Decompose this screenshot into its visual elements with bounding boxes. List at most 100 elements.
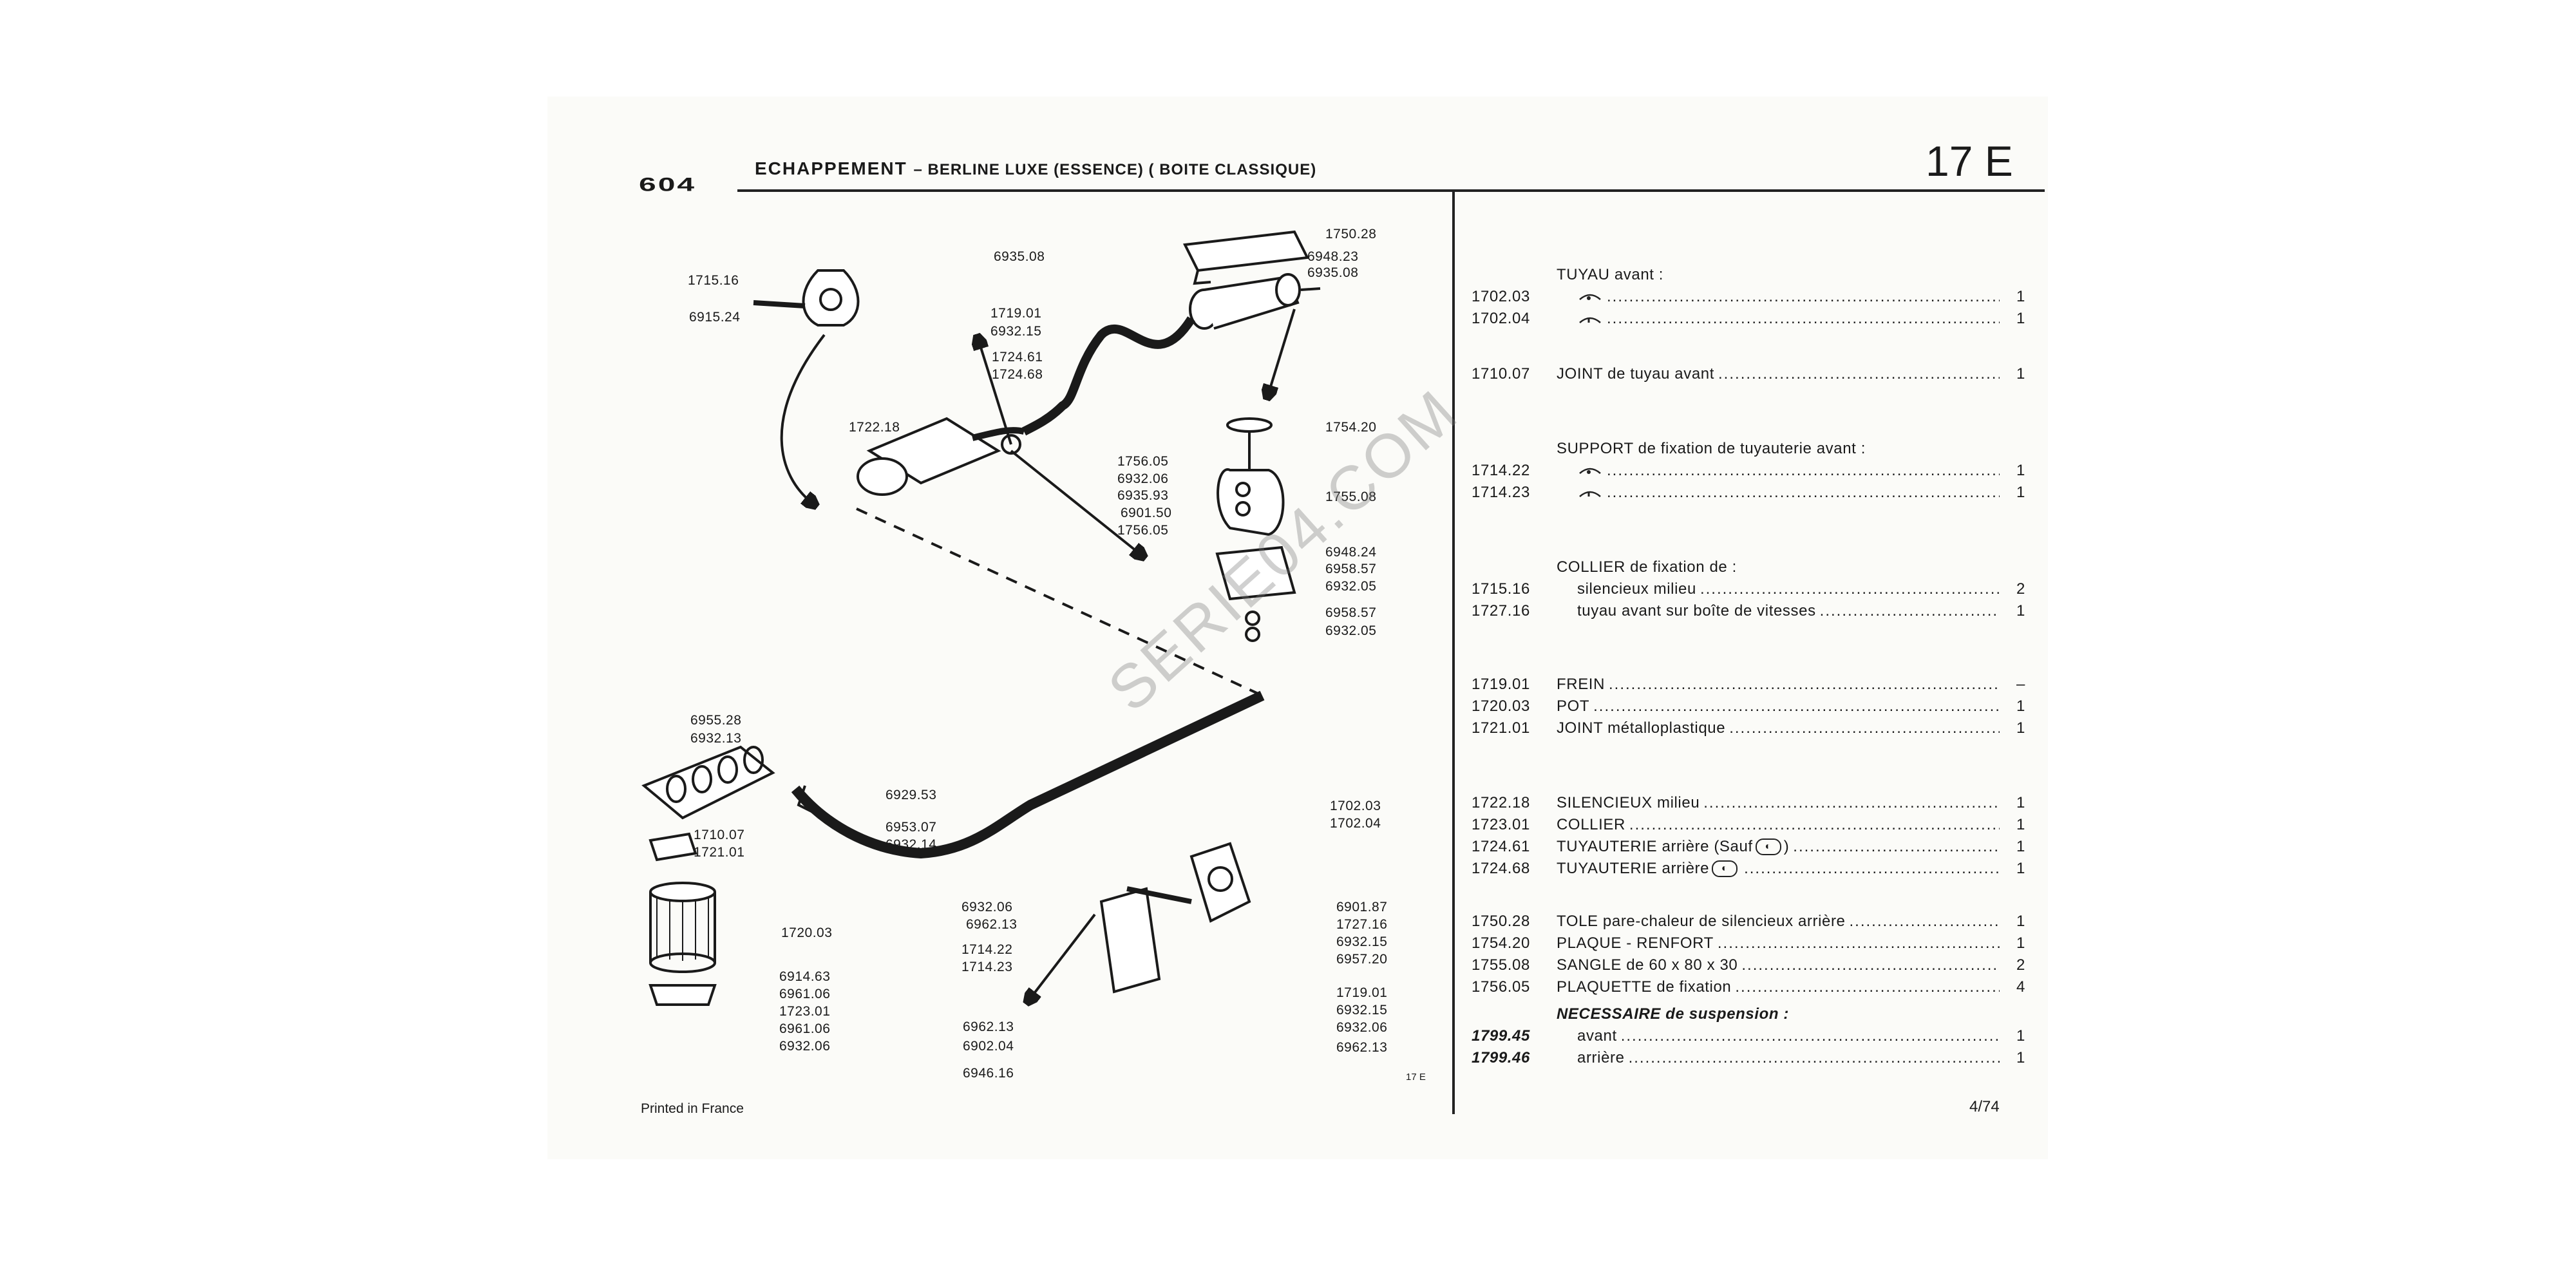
callout-1714-22: 1714.22 (961, 942, 1013, 957)
callout-6932-05: 6932.05 (1325, 579, 1377, 594)
bracket-drawing (1030, 842, 1251, 998)
callout-1720-03: 1720.03 (781, 925, 833, 940)
callout-6902-04: 6902.04 (963, 1039, 1014, 1054)
callout-1702-04: 1702.04 (1330, 816, 1381, 831)
callout-1721-01: 1721.01 (694, 845, 745, 860)
parts-group-heading: NECESSAIRE de suspension : (1557, 1005, 1789, 1023)
callout-6946-16: 6946.16 (963, 1066, 1014, 1081)
catalog-sheet (547, 97, 2048, 1159)
edition-date: 4/74 (1969, 1098, 2000, 1115)
column-divider (1452, 192, 1455, 1114)
callout-1756-05: 1756.05 (1117, 454, 1169, 469)
brand-logo: 604 (639, 174, 697, 196)
callout-6901-50: 6901.50 (1121, 506, 1172, 520)
model-symbol-icon: ◐ (1712, 860, 1738, 877)
title-subtitle: – BERLINE LUXE (ESSENCE) ( BOITE CLASSIQ… (913, 161, 1317, 178)
callout-6948-23: 6948.23 (1307, 249, 1359, 264)
engine-variant-symbol-icon (1579, 294, 1601, 300)
callout-1714-23: 1714.23 (961, 960, 1013, 974)
callout-1719-01: 1719.01 (990, 306, 1042, 321)
callout-6962-13: 6962.13 (963, 1019, 1014, 1034)
callout-6932-06: 6932.06 (1336, 1020, 1388, 1035)
manifold-drawing (641, 745, 775, 862)
parts-group-heading: TUYAU avant : (1557, 266, 1664, 283)
callout-6935-08: 6935.08 (994, 249, 1045, 264)
callout-1710-07: 1710.07 (694, 828, 745, 842)
callout-6932-06: 6932.06 (1117, 471, 1169, 486)
dashed-link (856, 507, 1263, 697)
engine-variant-symbol-icon (1579, 317, 1601, 323)
clamp-drawing (753, 269, 860, 502)
page-title: ECHAPPEMENT – BERLINE LUXE (ESSENCE) ( B… (755, 158, 1316, 179)
callout-6914-63: 6914.63 (779, 969, 831, 984)
callout-6961-06: 6961.06 (779, 1021, 831, 1036)
callout-1755-08: 1755.08 (1325, 489, 1377, 504)
callout-6932-14: 6932.14 (886, 837, 937, 852)
callout-6935-93: 6935.93 (1117, 488, 1169, 503)
list-item: 1714.22.................................… (1472, 462, 2025, 479)
callout-6929-53: 6929.53 (886, 788, 937, 802)
callout-6962-13: 6962.13 (1336, 1040, 1388, 1055)
callout-6901-87: 6901.87 (1336, 900, 1388, 914)
callout-1727-16: 1727.16 (1336, 917, 1388, 932)
callout-1719-01: 1719.01 (1336, 985, 1388, 1000)
callout-1702-03: 1702.03 (1330, 799, 1381, 813)
parts-list: TUYAU avant : 1702.03...................… (1472, 264, 2025, 1069)
pot-drawing (649, 882, 717, 1006)
callout-6935-08: 6935.08 (1307, 265, 1359, 280)
callout-1750-28: 1750.28 (1325, 227, 1377, 242)
callout-1724-61: 1724.61 (992, 350, 1043, 365)
exhaust-exploded-diagram (641, 230, 1321, 1121)
list-item: 1702.04.................................… (1472, 310, 2025, 327)
middle-muffler-drawing (857, 341, 1140, 554)
callout-1722-18: 1722.18 (849, 420, 900, 435)
callout-6932-15: 6932.15 (990, 324, 1042, 339)
callout-6948-24: 6948.24 (1325, 545, 1377, 560)
footer-page-code: 17 E (1406, 1072, 1426, 1083)
callout-1756-05: 1756.05 (1117, 523, 1169, 538)
hanger-strap-drawing (1215, 417, 1296, 642)
parts-group-heading: COLLIER de fixation de : (1557, 558, 1737, 576)
header-rule (737, 189, 2045, 192)
callout-1715-16: 1715.16 (688, 273, 739, 288)
engine-variant-symbol-icon (1579, 468, 1601, 474)
callout-6961-06: 6961.06 (779, 987, 831, 1001)
callout-6932-06: 6932.06 (961, 900, 1013, 914)
callout-6958-57: 6958.57 (1325, 605, 1377, 620)
callout-1754-20: 1754.20 (1325, 420, 1377, 435)
printed-in-note: Printed in France (641, 1101, 744, 1116)
callout-6953-07: 6953.07 (886, 820, 937, 835)
callout-6932-05: 6932.05 (1325, 623, 1377, 638)
model-symbol-icon: ◐ (1755, 838, 1781, 855)
callout-6932-15: 6932.15 (1336, 1003, 1388, 1018)
engine-variant-symbol-icon (1579, 491, 1601, 497)
parts-group-heading: SUPPORT de fixation de tuyauterie avant … (1557, 440, 1866, 457)
callout-6958-57: 6958.57 (1325, 562, 1377, 576)
list-item: 1714.23.................................… (1472, 484, 2025, 501)
callout-6932-13: 6932.13 (690, 731, 742, 746)
front-pipe-drawing (791, 690, 1265, 859)
callout-6915-24: 6915.24 (689, 310, 741, 325)
callout-6957-20: 6957.20 (1336, 952, 1388, 967)
callout-1724-68: 1724.68 (992, 367, 1043, 382)
callout-6932-15: 6932.15 (1336, 934, 1388, 949)
callout-1723-01: 1723.01 (779, 1004, 831, 1019)
callout-6955-28: 6955.28 (690, 713, 742, 728)
list-item: 1702.03.................................… (1472, 288, 2025, 305)
rear-muffler-drawing (1021, 230, 1321, 436)
